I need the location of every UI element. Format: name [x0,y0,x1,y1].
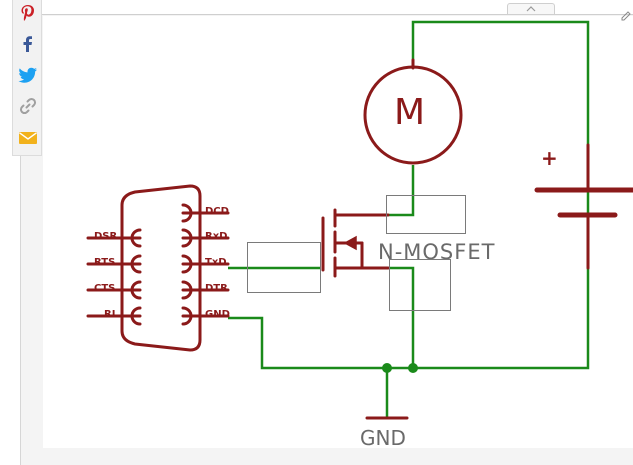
pin-label-ri: RI [104,309,116,320]
mosfet-label: N-MOSFET [378,240,496,264]
pinterest-icon [21,5,34,21]
motor-label: M [394,92,426,133]
share-toolbar [12,0,42,156]
pin-label-rts: RTS [94,257,116,268]
db9-connector-shell [120,184,202,352]
chevron-up-icon [526,6,536,12]
top-divider [20,14,633,15]
battery-plus-label: + [541,146,558,170]
pin-label-gnd: GND [205,309,230,320]
pin-label-dcd: DCD [205,206,229,217]
email-button[interactable] [17,127,39,149]
email-icon [19,132,37,144]
schematic-image [43,16,633,448]
wire-motor-to-drain [388,165,415,217]
highlight-box-drain[interactable] [386,195,466,234]
pin-label-txd: TxD [205,257,227,268]
link-icon [19,97,37,115]
twitter-icon [18,67,37,83]
junction-dot-right [408,363,418,373]
facebook-icon [23,36,32,52]
pin-label-dtr: DTR [205,283,228,294]
scroll-up-button[interactable] [507,3,555,14]
twitter-button[interactable] [17,64,39,86]
wire-source-to-rail [388,266,415,368]
highlight-box-gate[interactable] [247,242,321,293]
components [86,58,633,420]
pin-label-dsr: DSR [94,231,118,242]
highlight-box-source[interactable] [389,259,451,311]
wire-outer-loop [228,20,590,370]
pinterest-button[interactable] [17,2,39,24]
ground-label: GND [360,426,406,450]
copy-link-button[interactable] [17,95,39,117]
facebook-button[interactable] [17,33,39,55]
edit-pencil-icon[interactable] [620,10,632,22]
junction-dot-left [382,363,392,373]
pin-label-cts: CTS [94,283,116,294]
pin-label-rxd: RxD [205,231,228,242]
wires [228,20,590,418]
